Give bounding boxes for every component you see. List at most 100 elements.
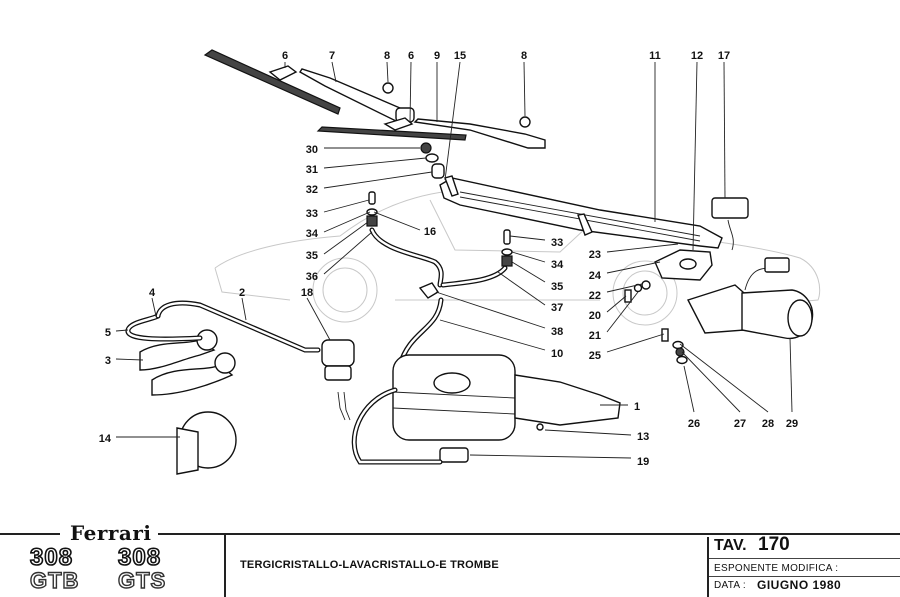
title-block: Ferrari 308 GTB 308 GTS TERGICRISTALLO-L…: [0, 521, 900, 597]
callout-leader-8: [523, 61, 526, 117]
callout-label-10: 10: [551, 348, 563, 360]
title-block-rule-right: [155, 533, 900, 535]
callout-leader-27: [681, 351, 741, 413]
callout-leader-31: [323, 157, 427, 169]
callout-label-37: 37: [551, 302, 563, 314]
wiper-relay: [711, 197, 749, 251]
nut-8-right: [519, 116, 531, 128]
tav-label: TAV.: [714, 537, 747, 554]
fasteners: [624, 280, 688, 365]
callout-leader-10: [439, 319, 546, 351]
callout-label-19: 19: [637, 456, 649, 468]
callout-label-27: 27: [734, 418, 746, 430]
table-description: TERGICRISTALLO-LAVACRISTALLO-E TROMBE: [240, 559, 499, 571]
electric-horn: [176, 411, 237, 475]
callout-label-30: 30: [306, 144, 318, 156]
wiper-motor: [686, 257, 814, 340]
callout-leader-24: [606, 261, 661, 274]
callout-leader-22: [606, 283, 643, 293]
title-block-row-rule: [709, 576, 900, 577]
callout-label-8: 8: [521, 50, 527, 62]
callout-label-13: 13: [637, 431, 649, 443]
callout-leader-4: [151, 297, 157, 317]
title-block-divider-left: [224, 533, 226, 597]
callout-leader-29: [789, 337, 793, 413]
title-block-row-rule: [709, 558, 900, 559]
callout-label-33: 33: [551, 237, 563, 249]
wiper-arm-left: [298, 68, 415, 123]
callout-leader-38: [435, 291, 546, 329]
callout-label-15: 15: [454, 50, 466, 62]
callout-label-6: 6: [282, 50, 288, 62]
callout-leader-37: [497, 271, 546, 306]
washer-reservoir: [351, 354, 621, 465]
callout-label-25: 25: [589, 350, 601, 362]
model-number-gts: 308: [117, 544, 162, 571]
callout-label-20: 20: [589, 310, 601, 322]
title-block-rule-left: [0, 533, 60, 535]
callout-label-11: 11: [649, 50, 661, 62]
callout-label-38: 38: [551, 326, 563, 338]
callout-label-9: 9: [434, 50, 440, 62]
brand-logo: Ferrari: [64, 521, 158, 545]
callout-label-24: 24: [589, 270, 602, 282]
callout-label-34: 34: [306, 228, 319, 240]
horn-compressor: [321, 339, 355, 421]
date-label: DATA :: [714, 580, 746, 591]
callout-leader-19: [469, 454, 632, 459]
model-number-gtb: 308: [29, 544, 74, 571]
callout-label-5: 5: [105, 327, 111, 339]
callout-leader-33: [323, 199, 370, 213]
wiper-linkage: [439, 175, 723, 249]
bushing-32: [431, 163, 445, 179]
callout-leader-16: [373, 211, 421, 231]
callout-label-7: 7: [329, 50, 335, 62]
callout-leader-26: [683, 365, 695, 413]
callout-leader-25: [606, 333, 665, 353]
callout-leader-34: [511, 251, 546, 263]
washer-nozzle-left: [366, 191, 378, 227]
esponente-modifica-label: ESPONENTE MODIFICA :: [714, 563, 839, 574]
date-value: GIUGNO 1980: [757, 578, 842, 592]
t-connector: [418, 282, 439, 299]
callout-leader-34: [323, 211, 371, 233]
callout-leader-32: [323, 171, 433, 189]
washer-31: [425, 153, 439, 163]
motor-bracket: [654, 249, 713, 281]
callout-label-18: 18: [301, 287, 313, 299]
callout-leader-13: [544, 429, 632, 436]
wiper-blade-right: [316, 117, 467, 141]
nut-8-left: [382, 82, 394, 94]
callout-label-31: 31: [306, 164, 318, 176]
callout-label-3: 3: [105, 355, 111, 367]
callout-label-2: 2: [239, 287, 245, 299]
wiper-arm-right: [413, 118, 546, 149]
callout-leader-5: [115, 329, 129, 332]
callout-leader-36: [323, 231, 373, 275]
callout-label-14: 14: [99, 433, 112, 445]
washer-nozzle-right: [501, 229, 513, 267]
callout-label-12: 12: [691, 50, 703, 62]
callout-label-26: 26: [688, 418, 700, 430]
callout-label-34: 34: [551, 259, 564, 271]
callout-label-6: 6: [408, 50, 414, 62]
callout-label-4: 4: [149, 287, 156, 299]
callout-leader-6: [409, 61, 412, 123]
callout-label-36: 36: [306, 271, 318, 283]
callout-label-35: 35: [551, 281, 563, 293]
title-block-divider-right: [707, 537, 709, 597]
wiper-blade-left: [203, 49, 341, 115]
callout-leader-3: [115, 358, 144, 361]
callout-label-1: 1: [634, 401, 640, 413]
seal-30: [420, 142, 432, 154]
callout-label-35: 35: [306, 250, 318, 262]
callout-leader-33: [509, 235, 546, 241]
callout-label-23: 23: [589, 249, 601, 261]
callout-label-22: 22: [589, 290, 601, 302]
callout-leader-15: [444, 61, 461, 181]
model-variant-gtb: GTB: [29, 568, 80, 593]
callout-label-29: 29: [786, 418, 798, 430]
tav-number: 170: [758, 534, 790, 555]
